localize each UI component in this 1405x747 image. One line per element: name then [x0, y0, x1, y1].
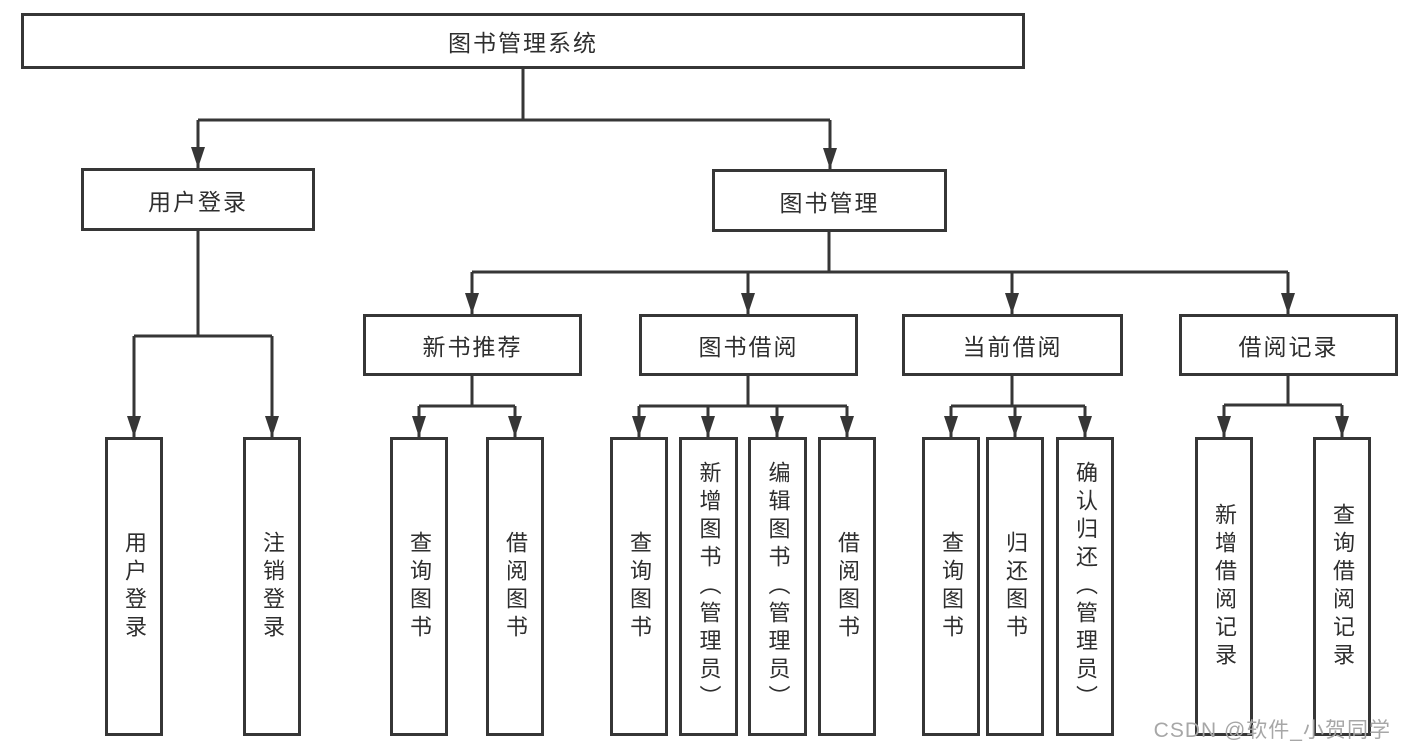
leaf-add-book-admin: 新增图书（管理员） [679, 437, 738, 736]
node-user-login: 用户登录 [81, 168, 315, 231]
leaf-borrow-books-borrowing: 借阅图书 [818, 437, 876, 736]
leaf-query-books-current: 查询图书 [922, 437, 980, 736]
leaf-confirm-return-admin: 确认归还（管理员） [1056, 437, 1114, 736]
leaf-add-borrow-record: 新增借阅记录 [1195, 437, 1253, 736]
node-current-borrowing: 当前借阅 [902, 314, 1123, 376]
node-book-borrowing: 图书借阅 [639, 314, 858, 376]
node-new-book-recommend: 新书推荐 [363, 314, 582, 376]
leaf-return-book: 归还图书 [986, 437, 1044, 736]
leaf-edit-book-admin: 编辑图书（管理员） [748, 437, 807, 736]
leaf-borrow-books-recommend: 借阅图书 [486, 437, 544, 736]
leaf-logout: 注销登录 [243, 437, 301, 736]
leaf-query-books-recommend: 查询图书 [390, 437, 448, 736]
node-library-system: 图书管理系统 [21, 13, 1025, 69]
csdn-watermark: CSDN @软件_小贺同学 [1153, 719, 1391, 742]
leaf-user-login: 用户登录 [105, 437, 163, 736]
leaf-query-borrow-record: 查询借阅记录 [1313, 437, 1371, 736]
leaf-query-books-borrowing: 查询图书 [610, 437, 668, 736]
node-borrowing-records: 借阅记录 [1179, 314, 1398, 376]
node-book-management: 图书管理 [712, 169, 947, 232]
